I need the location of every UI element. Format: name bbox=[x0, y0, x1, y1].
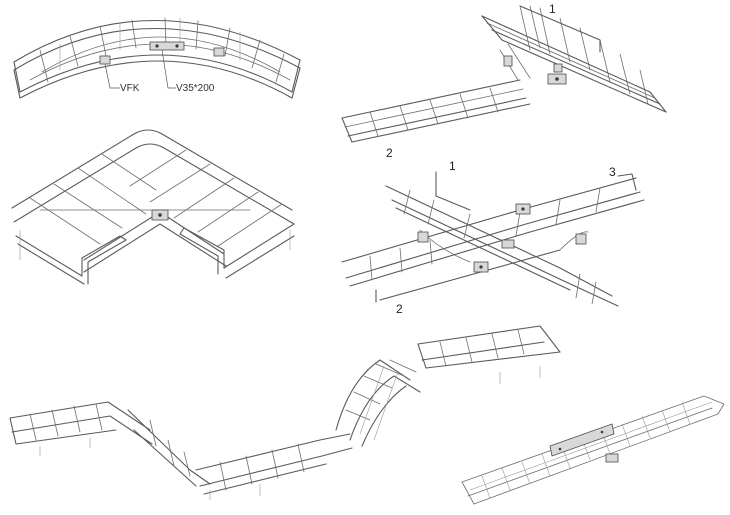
cross-port-3: 3 bbox=[609, 165, 616, 179]
tee-fitting: 1 2 bbox=[341, 2, 667, 160]
v35-200-label: V35*200 bbox=[176, 83, 215, 94]
elbow-90-fitting bbox=[11, 129, 295, 285]
straight-splice-fitting bbox=[461, 395, 725, 505]
curved-bend-fitting: VFK V35*200 bbox=[13, 17, 301, 99]
v35-connector-plate bbox=[149, 41, 185, 51]
offset-run-fitting bbox=[9, 325, 561, 500]
vfk-label: VFK bbox=[120, 83, 140, 94]
tee-port-1: 1 bbox=[549, 2, 556, 16]
cross-port-2: 2 bbox=[396, 302, 403, 316]
vfk-connector-plate bbox=[99, 55, 111, 65]
splice-plate bbox=[549, 423, 615, 457]
tee-port-2: 2 bbox=[386, 146, 393, 160]
cross-port-1: 1 bbox=[449, 159, 456, 173]
cross-fitting: 1 2 3 bbox=[341, 159, 645, 316]
